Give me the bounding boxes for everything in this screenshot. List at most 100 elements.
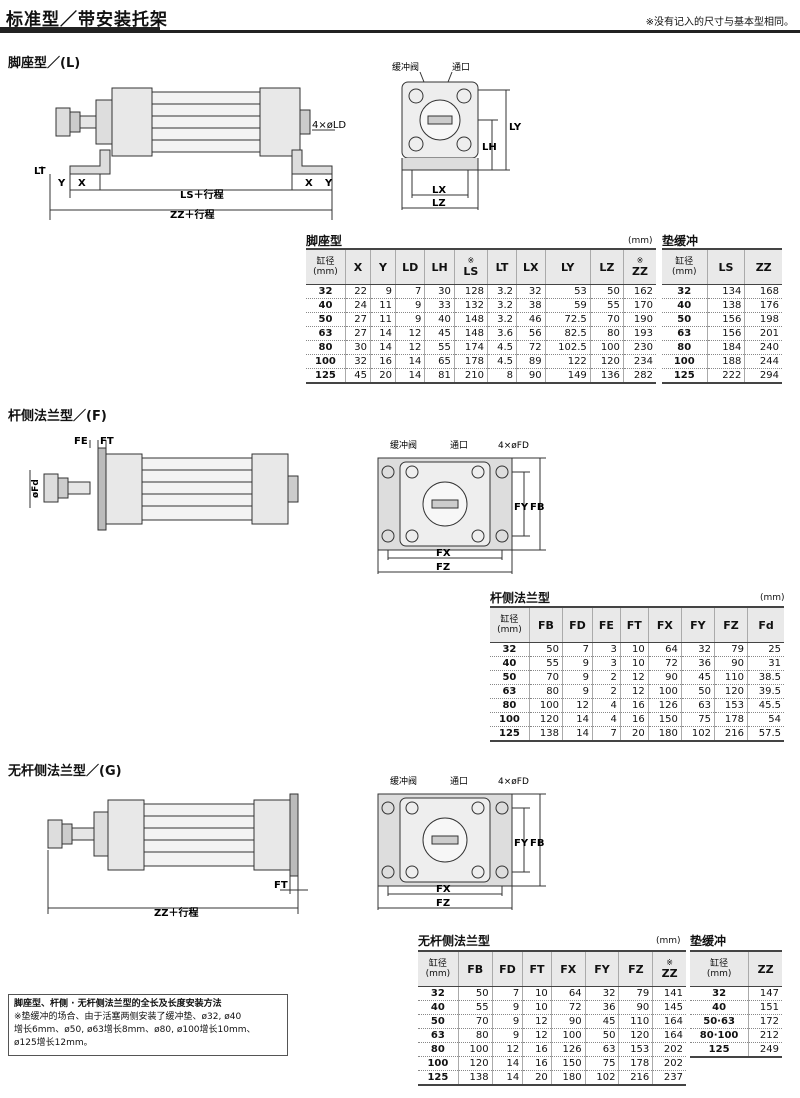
table-cell: 30 (344, 340, 371, 355)
table-cell: 75 (680, 712, 715, 727)
cushion-valve-label: 缓冲阀 (392, 61, 419, 73)
column-header: LY (544, 248, 591, 285)
rf-port-label: 通口 (450, 440, 468, 451)
table-cell: 14 (491, 1070, 523, 1086)
table-cell: 178 (453, 354, 488, 369)
table-cell: 14 (369, 340, 396, 355)
dim-lh-label: LH (482, 142, 497, 153)
hf-dim-fy-label: FY (514, 838, 529, 849)
bore-size-cell: 50 (418, 1014, 459, 1029)
table-cell: 180 (647, 726, 682, 742)
table-cell: 59 (544, 298, 591, 313)
table-cell: 39.5 (747, 684, 784, 699)
table-cell: 222 (706, 368, 745, 384)
column-header: ※LS (453, 248, 488, 285)
table-cell: 7 (591, 726, 621, 742)
table-cell: 8 (486, 368, 517, 384)
table-cell: 9 (491, 1028, 523, 1043)
dim-zz-label: ZZ＋行程 (170, 208, 215, 220)
table-cell: 33 (424, 298, 455, 313)
table-cell: 45 (584, 1014, 619, 1029)
table-cell: 184 (706, 340, 745, 355)
table-cell: 147 (748, 986, 782, 1001)
header-note: ※没有记入的尺寸与基本型相同。 (645, 17, 794, 28)
rod-flange-table-title: 杆侧法兰型 (490, 591, 551, 605)
table-cell: 36 (680, 656, 715, 671)
hf-fd4-label: 4×øFD (498, 777, 529, 787)
table-cell: 72.5 (544, 312, 591, 327)
table-cell: 4 (591, 712, 621, 727)
table-cell: 20 (619, 726, 649, 742)
bore-size-cell: 80 (418, 1042, 459, 1057)
dim-fd-label: øFd (31, 479, 41, 498)
column-header: LZ (589, 248, 624, 285)
table-cell: 150 (647, 712, 682, 727)
table-cell: 148 (453, 326, 488, 341)
dim-lz-label: LZ (432, 198, 446, 209)
bore-size-cell: 125 (306, 368, 346, 384)
table-cell: 3 (591, 642, 621, 657)
dim-fx-label: FX (436, 548, 451, 559)
bore-size-cell: 125 (690, 1042, 749, 1058)
table-cell: 162 (622, 284, 656, 299)
bore-size-cell: 100 (418, 1056, 459, 1071)
table-cell: 7 (561, 642, 593, 657)
table-cell: 193 (622, 326, 656, 341)
table-cell: 27 (344, 326, 371, 341)
bore-size-header: 缸径(mm) (306, 248, 346, 285)
bore-size-cell: 32 (690, 986, 749, 1001)
page-title: 标准型／带安装托架 (6, 10, 168, 30)
table-cell: 102.5 (544, 340, 591, 355)
table-cell: 9 (561, 670, 593, 685)
rod-flange-table-unit: (mm) (760, 593, 785, 603)
column-header: ZZ (744, 248, 782, 285)
table-cell: 27 (344, 312, 371, 327)
table-cell: 12 (522, 1028, 552, 1043)
foot-end-drawing: 缓冲阀 通口 LX LZ LH LY (392, 61, 522, 210)
rod-flange-side-drawing: FE FT øFd (29, 436, 299, 531)
table-cell: 10 (619, 642, 649, 657)
table-cell: 55 (457, 1000, 493, 1015)
table-cell: 4.5 (486, 340, 517, 355)
table-cell: 7 (395, 284, 425, 299)
dim-fz-label: FZ (436, 562, 450, 573)
dim-y-left-label: Y (57, 178, 66, 189)
dim-fy-label: FY (514, 502, 529, 513)
table-cell: 45 (344, 368, 371, 384)
column-header: ※ZZ (622, 248, 656, 285)
bore-size-header: 缸径(mm) (490, 606, 530, 643)
table-cell: 174 (453, 340, 488, 355)
table-cell: 7 (491, 986, 523, 1001)
dim-fb-label: FB (530, 502, 544, 513)
table-cell: 138 (457, 1070, 493, 1086)
column-header: X (344, 248, 371, 285)
bore-size-cell: 63 (490, 684, 530, 699)
table-cell: 72 (550, 1000, 586, 1015)
table-cell: 45.5 (747, 698, 784, 713)
table-cell: 178 (713, 712, 748, 727)
table-cell: 178 (618, 1056, 653, 1071)
table-cell: 90 (516, 368, 546, 384)
table-cell: 32 (516, 284, 546, 299)
rf-fd4-label: 4×øFD (498, 441, 529, 451)
table-cell: 50 (584, 1028, 619, 1043)
note-line: ※垫缓冲的场合、由于活塞两侧安装了缓冲垫、ø32, ø40 (14, 1012, 242, 1022)
column-header: FB (528, 606, 563, 643)
table-cell: 31 (747, 656, 784, 671)
bore-size-cell: 50·63 (690, 1014, 749, 1029)
table-cell: 282 (622, 368, 656, 384)
table-cell: 3.2 (486, 312, 517, 327)
foot-section-title: 脚座型／(L) (8, 56, 81, 71)
column-header: LH (424, 248, 455, 285)
bore-size-cell: 40 (490, 656, 530, 671)
table-cell: 170 (622, 298, 656, 313)
